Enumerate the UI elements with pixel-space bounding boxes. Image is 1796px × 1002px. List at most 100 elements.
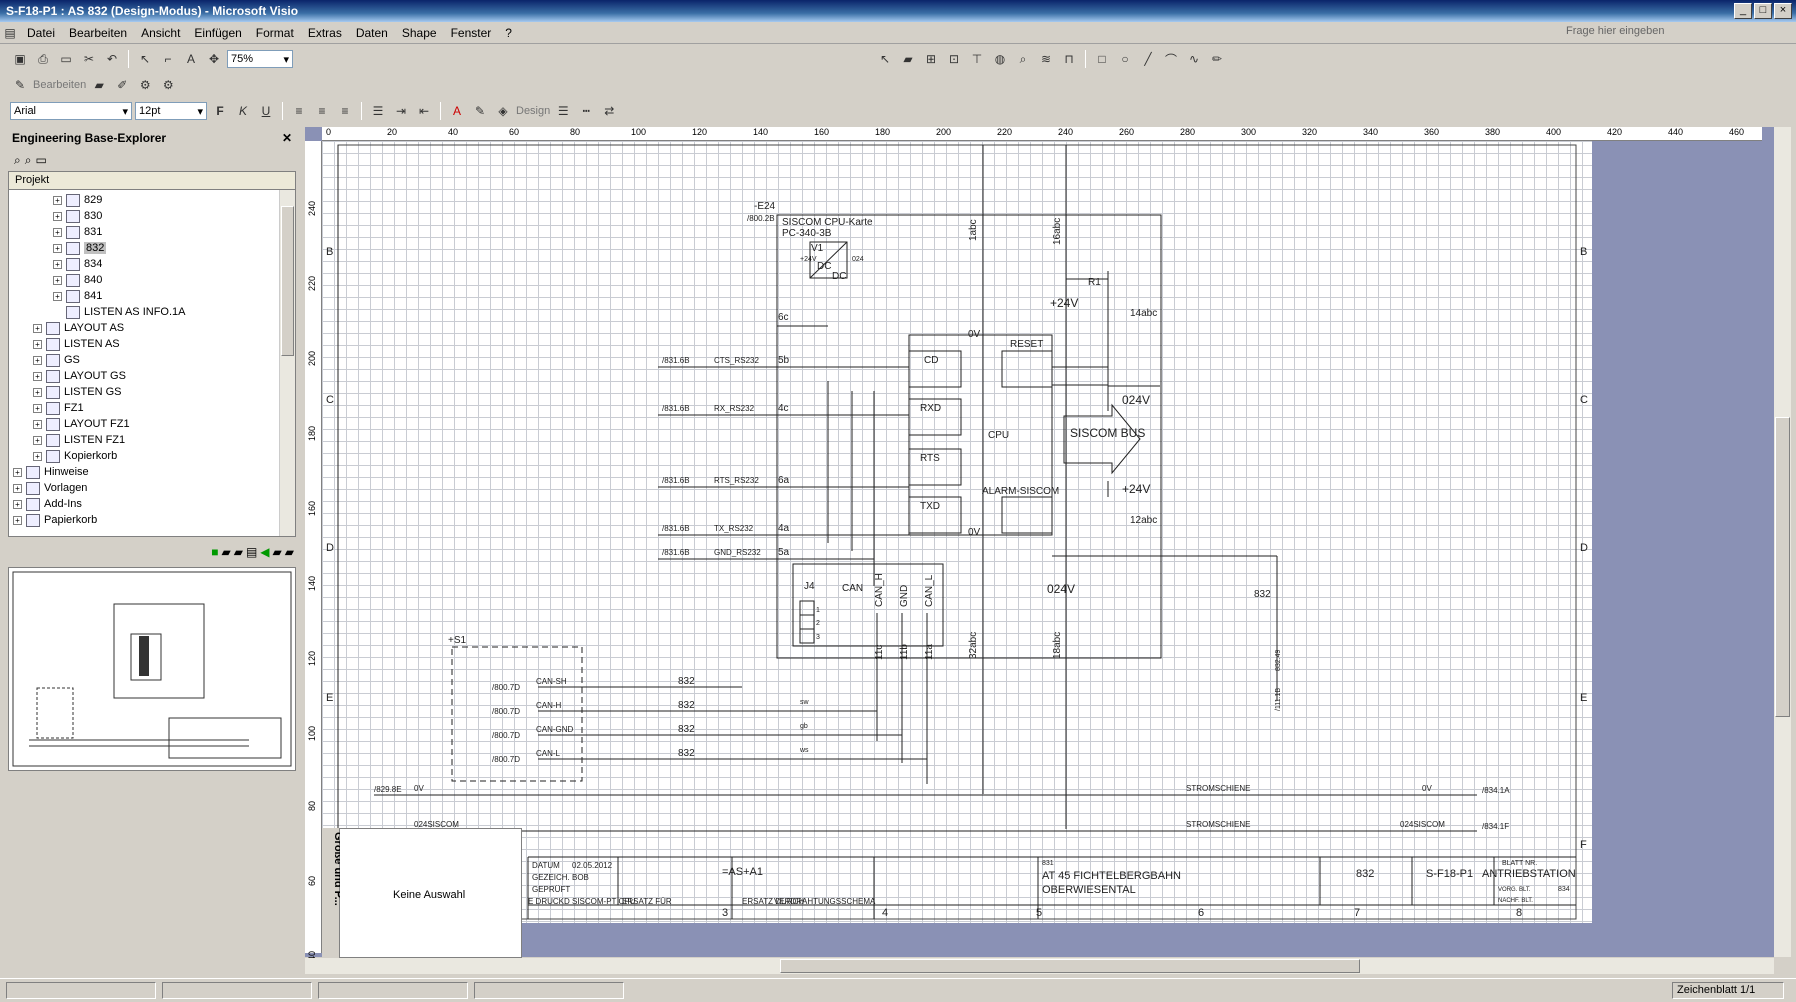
tree-item[interactable]: +LAYOUT GS [33,368,126,384]
design-button[interactable]: Design [516,105,551,117]
tree-item[interactable]: +841 [53,288,102,304]
pencil-icon[interactable]: ✏ [1211,52,1223,66]
view-icon[interactable]: ▭ [35,153,47,167]
expand-icon[interactable]: + [33,419,42,429]
minimize-button[interactable]: _ [1734,3,1752,19]
print-icon[interactable]: ⎙ [38,51,48,66]
menu-bearbeiten[interactable]: Bearbeiten [69,25,128,40]
menu-ansicht[interactable]: Ansicht [141,25,181,40]
brush-icon[interactable]: ✐ [117,78,128,92]
tree-item[interactable]: +Add-Ins [13,496,82,512]
menu-shape[interactable]: Shape [401,25,437,40]
gear2-icon[interactable]: ⚙ [162,78,174,92]
arc-icon[interactable]: ⌒ [1164,52,1177,67]
menu-format[interactable]: Format [255,25,294,40]
folder4-icon[interactable]: ▰ [284,545,294,559]
close-button[interactable]: × [1774,3,1792,19]
expand-icon[interactable]: + [33,371,42,381]
expand-icon[interactable]: + [13,483,22,493]
folder-icon[interactable]: ▰ [94,78,104,92]
select-icon[interactable]: ↖ [879,52,891,66]
expand-icon[interactable]: + [33,387,42,397]
back-arrow-icon[interactable]: ◀ [260,545,270,559]
expand-icon[interactable]: + [33,435,42,445]
tree-item[interactable]: +831 [53,224,102,240]
layers-icon[interactable]: ≋ [1040,52,1052,66]
doc-icon[interactable]: ▤ [245,545,258,559]
ask-question-input[interactable]: Frage hier eingeben [1566,25,1665,37]
tree-item[interactable]: +LISTEN AS [33,336,120,352]
expand-icon[interactable]: + [13,499,22,509]
gear-icon[interactable]: ⚙ [139,78,151,92]
line-color-icon[interactable]: ✎ [474,104,486,118]
expand-icon[interactable]: + [33,451,42,461]
tree-item[interactable]: +FZ1 [33,400,84,416]
underline-button[interactable]: U [261,104,271,118]
lock-icon[interactable]: ⊡ [948,52,960,66]
close-icon[interactable]: ✕ [281,131,292,145]
search-icon[interactable]: ⌕ [14,152,21,167]
line-pattern-icon[interactable]: ┅ [582,104,590,118]
expand-icon[interactable]: + [53,259,62,269]
tree-item[interactable]: +840 [53,272,102,288]
pan-icon[interactable]: ✥ [208,52,220,66]
menu-einfuegen[interactable]: Einfügen [194,25,242,40]
expand-icon[interactable]: + [33,323,42,333]
bearbeiten-dropdown[interactable]: Bearbeiten [33,79,87,91]
folder-icon[interactable]: ▰ [221,545,231,559]
tree-item[interactable]: +Papierkorb [13,512,97,528]
tree-item[interactable]: +829 [53,192,102,208]
drawing-page[interactable]: B C D E B C D E F 3 4 5 6 7 8 -E24 /800.… [322,141,1592,923]
expand-icon[interactable]: + [53,195,62,205]
globe-icon[interactable]: ◍ [994,52,1006,66]
tree-item[interactable]: +Hinweise [13,464,89,480]
shapes-icon[interactable]: ⊞ [925,52,937,66]
tree-item[interactable]: +LAYOUT FZ1 [33,416,130,432]
find-icon[interactable]: ⌕ [1019,51,1027,66]
line-ends-icon[interactable]: ⇄ [604,104,615,118]
connector-icon[interactable]: ⌐ [164,52,172,66]
bold-button[interactable]: F [216,104,224,118]
font-color-icon[interactable]: A [452,104,461,118]
expand-icon[interactable]: + [13,515,22,525]
tree-item[interactable]: +LISTEN GS [33,384,121,400]
print-preview-icon[interactable]: ▭ [60,52,72,66]
green-icon[interactable]: ■ [211,545,219,559]
tree-scrollbar[interactable] [279,190,295,536]
italic-button[interactable]: K [238,104,247,118]
tree-item[interactable]: +LISTEN FZ1 [33,432,125,448]
maximize-button[interactable]: □ [1754,3,1772,19]
tree-item[interactable]: +832 [53,240,107,256]
cut-icon[interactable]: ✂ [83,52,95,66]
expand-icon[interactable]: + [13,467,22,477]
expand-icon[interactable]: + [53,275,62,285]
pointer-icon[interactable]: ↖ [139,52,151,66]
app-icon[interactable]: ▤ [4,25,16,40]
bullets-icon[interactable]: ☰ [372,104,384,118]
line-icon[interactable]: ╱ [1144,52,1152,66]
text-icon[interactable]: A [186,52,195,66]
undo-icon[interactable]: ↶ [106,52,118,66]
sheet-indicator[interactable]: Zeichenblatt 1/1 [1672,982,1784,999]
align-left-icon[interactable]: ≡ [295,104,303,118]
open-icon[interactable]: ▰ [903,52,913,66]
expand-icon[interactable]: + [33,403,42,413]
freeform-icon[interactable]: ∿ [1188,52,1200,66]
menu-help[interactable]: ? [505,25,512,40]
tree-item[interactable]: +Kopierkorb [33,448,117,464]
line-weight-icon[interactable]: ☰ [557,104,569,118]
menu-datei[interactable]: Datei [27,25,56,40]
indent-icon[interactable]: ⇥ [395,104,407,118]
font-combo[interactable]: Arial▾ [10,102,132,120]
tree-item[interactable]: +834 [53,256,102,272]
zoom-combo[interactable]: 75%▾ [227,50,293,68]
tree-item[interactable]: +830 [53,208,102,224]
ellipse-icon[interactable]: ○ [1121,52,1129,66]
tree-item[interactable]: +GS [33,352,80,368]
horizontal-scrollbar[interactable] [305,958,1774,974]
edit-icon[interactable]: ✎ [14,78,26,92]
folder3-icon[interactable]: ▰ [272,545,282,559]
align-center-icon[interactable]: ≡ [318,104,326,118]
expand-icon[interactable]: + [53,243,62,253]
